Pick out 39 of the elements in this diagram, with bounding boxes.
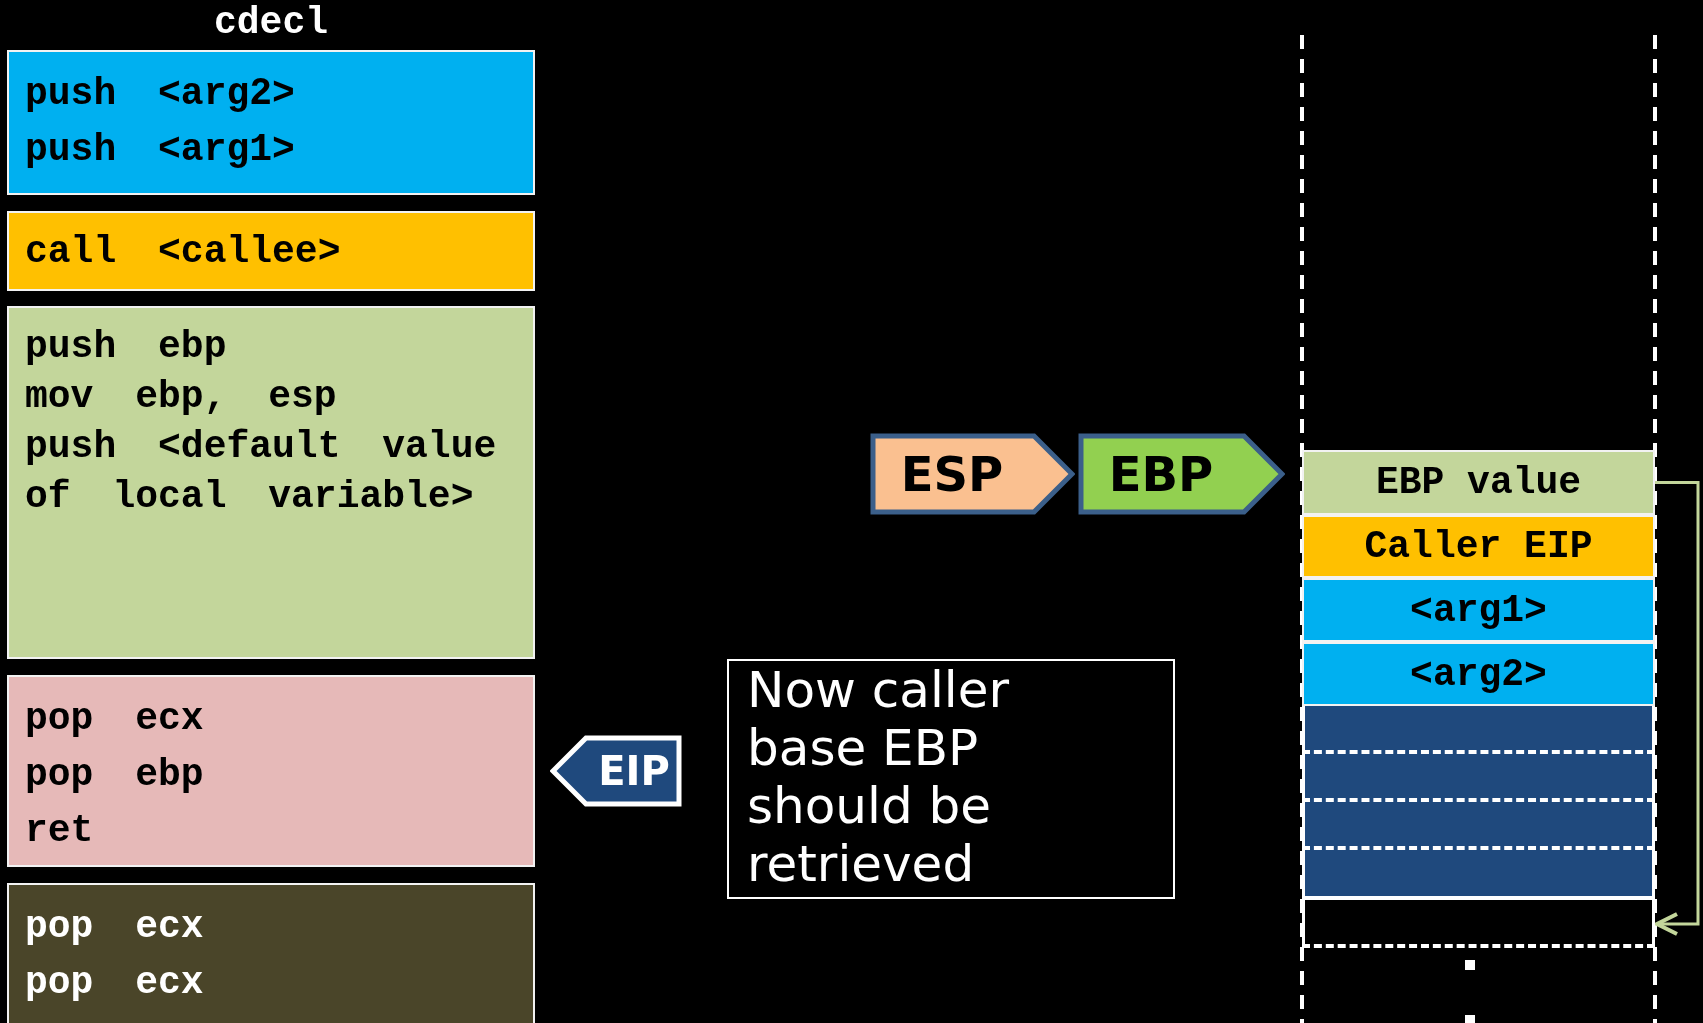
code-line: pop ecx (25, 904, 205, 950)
stack-value: EBP value (1375, 461, 1582, 504)
code-line: pop ecx (25, 960, 205, 1006)
code-block (7, 50, 535, 195)
code-line: call <callee> (25, 229, 342, 275)
stack-cell (1302, 642, 1655, 706)
stack-value: <arg1> (1410, 588, 1547, 632)
code-line: pop ebp (25, 752, 205, 798)
code-block (7, 306, 535, 659)
code-line: mov ebp, esp (25, 374, 338, 420)
stack-slot (1302, 706, 1655, 754)
pointer-label: EIP (597, 747, 671, 796)
stack-slot (1302, 900, 1655, 948)
register-tag (1078, 433, 1285, 515)
text-box (727, 659, 1175, 899)
stack-value: Caller EIP (1364, 525, 1593, 568)
code-line: push ebp (25, 324, 228, 370)
pointer-label: EBP (1107, 445, 1215, 504)
stack-cell (1302, 450, 1655, 515)
code-block (7, 675, 535, 867)
code-line: push <default value of local variable> (25, 424, 498, 520)
code-block (7, 883, 535, 1023)
arrow (1655, 481, 1700, 936)
code-line: pop ecx (25, 696, 205, 742)
code-line: ret (25, 808, 95, 854)
register-tag (550, 735, 682, 807)
stack-value: <arg2> (1410, 652, 1547, 696)
note-text: Now caller base EBP should be retrieved (747, 661, 1010, 893)
stack-cell (1302, 578, 1655, 642)
code-line: push <arg2> (25, 71, 296, 117)
pointer-label: ESP (899, 445, 1005, 504)
stack-slot (1302, 850, 1655, 900)
stack-cell (1302, 515, 1655, 578)
title: cdecl (213, 0, 329, 46)
code-line: push <arg1> (25, 127, 296, 173)
register-tag (870, 433, 1075, 515)
code-block (7, 211, 535, 291)
stack-slot (1302, 802, 1655, 850)
stack-slot (1302, 754, 1655, 802)
